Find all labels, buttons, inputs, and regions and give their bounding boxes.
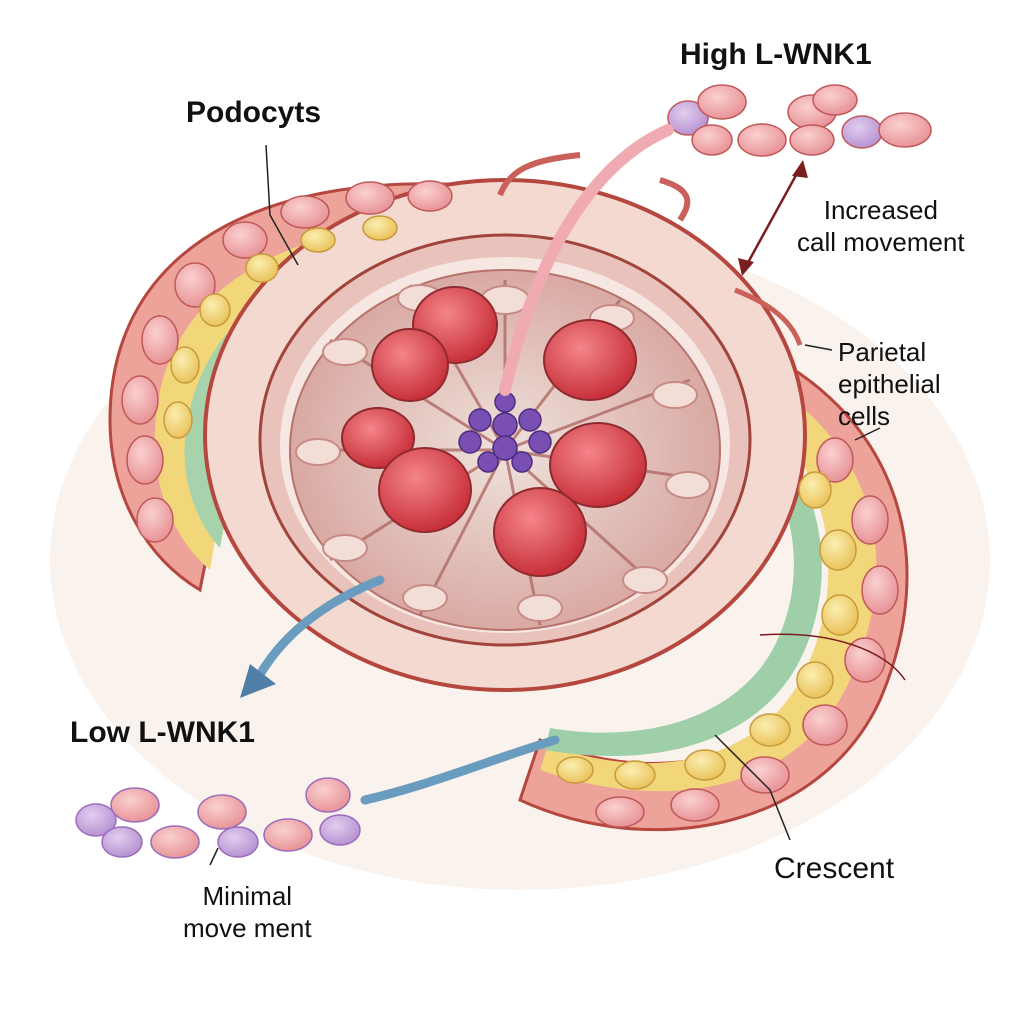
label-increased-movement: Increased call movement (797, 194, 965, 258)
crescent-leader (714, 734, 791, 841)
parietal-leader (804, 344, 833, 351)
label-low-l-wnk1: Low L-WNK1 (70, 716, 255, 749)
label-increased-line1: Increased (823, 195, 938, 225)
label-minimal-line2: move ment (183, 913, 312, 943)
label-parietal-line2: epithelial (838, 369, 941, 399)
minimal-leader (209, 847, 219, 866)
low-wnk1-cells (75, 777, 361, 859)
vessel-far-right (734, 287, 803, 346)
lower-crescent-cells (595, 437, 899, 828)
label-parietal-epithelial-cells: Parietal epithelial cells (838, 336, 941, 432)
vessel-right (659, 177, 691, 222)
double-arrow-head-top (792, 160, 808, 178)
blue-arrow-head (240, 664, 276, 698)
upper-crescent-yellow-cells (163, 215, 398, 439)
podocyte-clusters (341, 286, 647, 577)
podocytes-leader (265, 144, 299, 266)
label-parietal-line3: cells (838, 401, 891, 431)
low-wnk1-blue-arrow-1 (253, 575, 385, 683)
vessel-top (497, 152, 581, 197)
upper-crescent-cells (121, 180, 453, 543)
label-podocytes: Podocyts (186, 96, 322, 129)
high-wnk1-cells (667, 84, 932, 157)
label-minimal-line1: Minimal (202, 881, 293, 911)
cells-leader (854, 427, 881, 441)
double-arrow-head-bottom (738, 258, 754, 276)
upper-crescent-yellow (154, 224, 470, 571)
label-minimal-movement: Minimal move ment (183, 880, 312, 944)
label-high-l-wnk1: High L-WNK1 (680, 38, 872, 71)
label-increased-line2: call movement (797, 227, 965, 257)
lower-crescent-yellow-cells (556, 471, 859, 790)
high-wnk1-pink-arrow (499, 124, 674, 396)
mesangial-center (458, 391, 552, 473)
movement-double-arrow (743, 167, 802, 269)
label-crescent: Crescent (774, 852, 895, 885)
low-wnk1-blue-arrow-2 (360, 735, 560, 805)
label-parietal-line1: Parietal (838, 337, 927, 367)
crescent-leader-2 (759, 633, 906, 681)
